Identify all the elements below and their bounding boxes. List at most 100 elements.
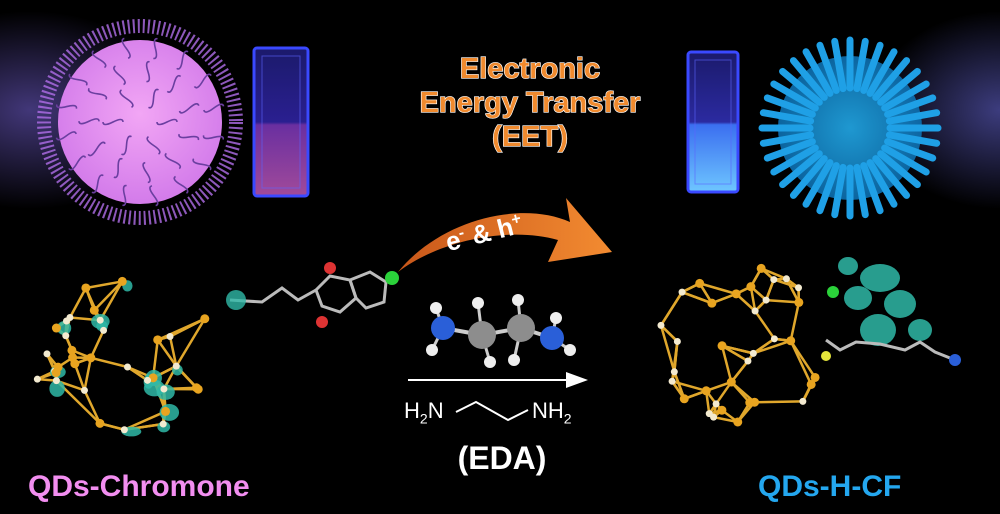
cluster-bond <box>89 329 105 359</box>
chromone-molecule-icon <box>226 262 399 328</box>
cluster-atom <box>166 333 174 341</box>
ligand-squiggle <box>91 174 104 194</box>
ligand-squiggle <box>166 74 182 93</box>
ligand-spike <box>853 163 869 219</box>
ligand-spike <box>763 138 816 162</box>
ligand-squiggle <box>121 37 131 59</box>
ligand-squiggle <box>55 104 78 109</box>
ligand-spike <box>853 37 869 93</box>
cluster-atom <box>120 426 128 434</box>
cluster-atom <box>799 397 807 405</box>
left-sub: 2 <box>419 410 428 427</box>
ligand-spike <box>877 67 921 106</box>
cluster-bond <box>73 363 86 391</box>
cluster-bond <box>721 344 754 355</box>
cluster-bond <box>126 365 149 382</box>
cluster-bond <box>156 339 178 367</box>
cluster-atom <box>673 337 681 345</box>
cluster-bond <box>754 310 776 340</box>
cluster-bond <box>169 317 206 338</box>
ligand-spike <box>877 150 921 189</box>
cluster-atom <box>53 362 63 372</box>
ligand-spike <box>779 150 823 189</box>
cluster-atom <box>67 345 77 355</box>
cluster-atom <box>806 379 816 389</box>
ligand-squiggle <box>178 102 200 114</box>
ligand-squiggle <box>178 133 200 141</box>
cluster-bond <box>85 280 123 290</box>
cluster-atom <box>705 410 713 418</box>
cluster-atom <box>744 357 752 365</box>
title-line-2: Energy Transfer <box>419 86 641 119</box>
ligand-squiggle <box>173 175 189 194</box>
ligand-spike <box>884 138 937 162</box>
cluster-atom <box>782 275 790 283</box>
cluster-atom <box>153 335 163 345</box>
cluster-atom <box>62 332 70 340</box>
ligand-squiggle <box>148 88 159 109</box>
cluster-atom <box>89 305 99 315</box>
cluster-atom <box>695 278 705 288</box>
cluster-bond <box>789 340 817 379</box>
cluster-bond <box>99 280 124 321</box>
ligand-squiggle <box>87 141 106 157</box>
cluster-atom <box>81 283 91 293</box>
cluster-atom <box>786 336 796 346</box>
ligand-spike <box>872 155 911 199</box>
ligand-spike <box>885 109 941 125</box>
cluster-bond <box>789 302 801 342</box>
ligand-spike <box>770 80 819 112</box>
left-cluster-icon <box>33 276 210 437</box>
ligand-spike <box>831 37 847 93</box>
ligand-squiggle <box>68 73 88 86</box>
cluster-atom <box>66 314 74 322</box>
ligand-squiggle <box>68 155 87 171</box>
cluster-atom <box>794 297 804 307</box>
ligand-spike <box>802 48 834 97</box>
ligand-squiggle <box>192 158 212 171</box>
cluster-atom <box>144 376 152 384</box>
cluster-bond <box>673 371 686 400</box>
ligand-spike <box>831 163 847 219</box>
qds-hcf-label: QDs-H-CF <box>758 470 902 503</box>
cluster-bond <box>83 389 102 424</box>
cluster-atom <box>117 276 127 286</box>
cluster-atom <box>795 284 803 292</box>
cluster-atom <box>161 406 171 416</box>
eda-left-amine: H2N <box>404 398 444 426</box>
cluster-bond <box>660 324 679 343</box>
cluster-atom <box>668 377 676 385</box>
ligand-squiggle <box>121 135 132 156</box>
cluster-bond <box>83 357 93 391</box>
cluster-bond <box>699 282 737 296</box>
ligand-spike <box>884 94 937 118</box>
eda-label: (EDA) <box>457 440 547 476</box>
cluster-bond <box>123 410 167 431</box>
cluster-atom <box>670 368 678 376</box>
cluster-bond <box>754 400 803 404</box>
ligand-squiggle <box>78 118 100 125</box>
eda-right-amine: NH2 <box>532 398 572 426</box>
ligand-squiggle <box>149 185 159 207</box>
title-line-3: (EET) <box>491 120 568 153</box>
ligand-spike <box>763 94 816 118</box>
cluster-atom <box>731 289 741 299</box>
cluster-bond <box>93 280 124 312</box>
ligand-spike <box>816 162 840 215</box>
cluster-atom <box>810 372 820 382</box>
cluster-bond <box>720 345 733 383</box>
cluster-atom <box>51 323 61 333</box>
cluster-atom <box>751 307 759 315</box>
ligand-squiggle <box>146 136 161 155</box>
cluster-bond <box>730 381 751 404</box>
ligand-spike <box>779 67 823 106</box>
eda-molecule-icon <box>426 294 576 368</box>
cluster-atom <box>733 417 743 427</box>
cluster-atom <box>33 375 41 383</box>
ligand-squiggle <box>203 103 225 113</box>
orbital-lobe <box>49 380 65 397</box>
eda-skeletal-icon <box>455 400 529 422</box>
cluster-atom <box>701 386 711 396</box>
